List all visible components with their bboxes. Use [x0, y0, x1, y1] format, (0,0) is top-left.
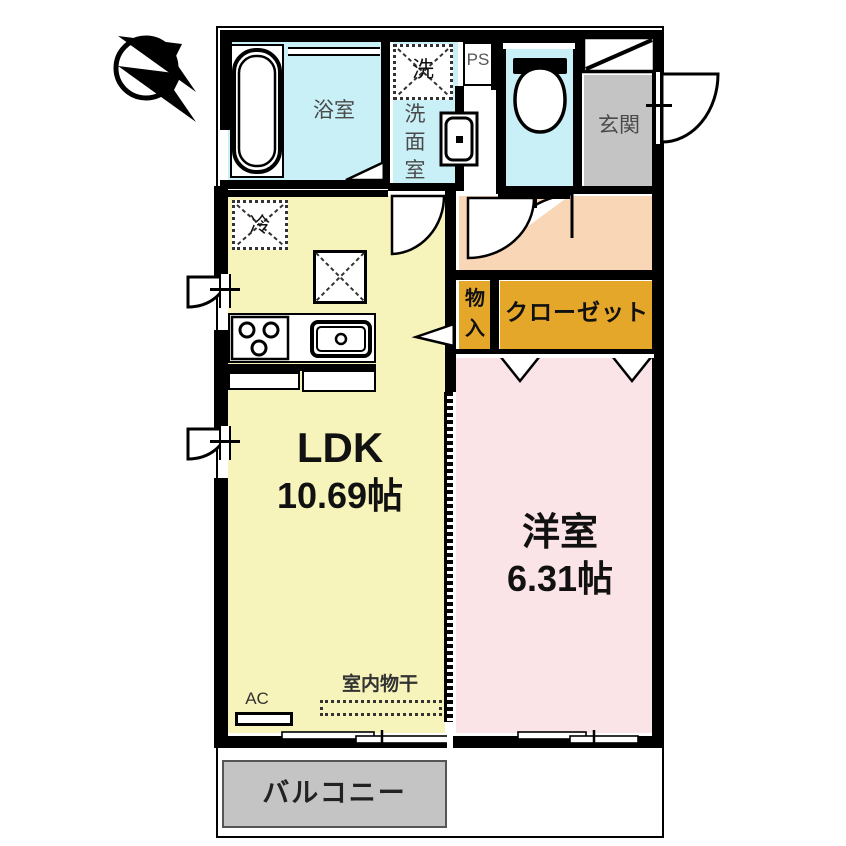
wall-bath-right [381, 40, 390, 189]
wall-entrance-bottom [578, 186, 658, 194]
wall-bath-bottom [220, 180, 386, 189]
hall-door-header [498, 192, 570, 199]
entrance-door-handle [646, 104, 672, 107]
bottom-partition-mark [447, 728, 453, 748]
wall-exterior-left-4 [214, 478, 228, 748]
wall-toilet-left [496, 34, 506, 192]
closet-door-right-fold[interactable] [609, 354, 655, 384]
wall-exterior-top [220, 30, 660, 42]
bedroom-sliding-window[interactable] [517, 730, 639, 746]
wall-exterior-left [220, 30, 232, 130]
wall-ldk-right-upper [445, 190, 456, 350]
washing-machine-space [393, 44, 453, 100]
kitchen-base-cabinet-right [302, 370, 376, 392]
room-entrance [584, 75, 654, 188]
closet-threshold [456, 354, 654, 358]
wall-ldk-kitchen-top [228, 190, 388, 197]
room-balcony [222, 760, 447, 828]
vanity-sink [439, 111, 479, 167]
wall-closet-top [456, 270, 656, 280]
range-hood [313, 250, 367, 304]
partition-ldk-bedroom-sliding[interactable] [447, 392, 453, 722]
room-storage [459, 281, 491, 349]
ldk-hall-door-swing[interactable] [388, 194, 446, 256]
hall-bedroom-door-swing[interactable] [466, 196, 538, 260]
wall-exterior-left-2 [214, 186, 228, 290]
room-closet [500, 281, 654, 349]
closet-door-left-fold[interactable] [497, 354, 543, 384]
refrigerator-space [232, 200, 288, 250]
entrance-door-swing[interactable] [660, 72, 722, 144]
entrance-door-frame [654, 72, 662, 144]
balcony-sliding-door[interactable] [281, 730, 449, 746]
ps-box [463, 42, 493, 86]
indoor-laundry-hanger [320, 700, 442, 716]
bathroom-door-folding-icon[interactable] [344, 152, 386, 182]
kitchen-base-cabinet-left [228, 372, 300, 390]
shoe-cabinet [581, 35, 657, 74]
wall-exterior-right [652, 30, 664, 748]
ldk-window-lower-sill [210, 440, 240, 443]
wall-washroom-bottom [388, 183, 464, 191]
kitchen-base-wall [228, 371, 300, 374]
bathtub [230, 44, 284, 178]
partition-rail-line [444, 392, 447, 722]
storage-door-swing[interactable] [410, 320, 456, 350]
wall-ps-right [491, 34, 500, 90]
ldk-window-upper-frame [219, 274, 231, 308]
kitchen-counter-edge [228, 364, 376, 371]
wall-exterior-left-3 [214, 330, 228, 440]
room-bedroom [456, 358, 654, 733]
toilet-ceiling-band [503, 41, 575, 49]
wall-bedroom-left-top [445, 350, 456, 392]
bathroom-ceiling-line [288, 47, 380, 56]
north-arrow-compass [112, 30, 196, 122]
wall-toilet-bottom [496, 186, 582, 194]
ac-outlet [235, 712, 293, 726]
wall-closet-bottom [456, 349, 656, 356]
kitchen-sink [310, 320, 372, 358]
ldk-window-lower-frame [219, 426, 231, 460]
gas-stove [230, 315, 290, 361]
toilet-bowl [513, 66, 567, 134]
room-pipe-space [462, 40, 494, 88]
ldk-window-upper-sill [210, 288, 240, 291]
wall-storage-right [490, 276, 499, 352]
wall-toilet-right [573, 34, 582, 192]
